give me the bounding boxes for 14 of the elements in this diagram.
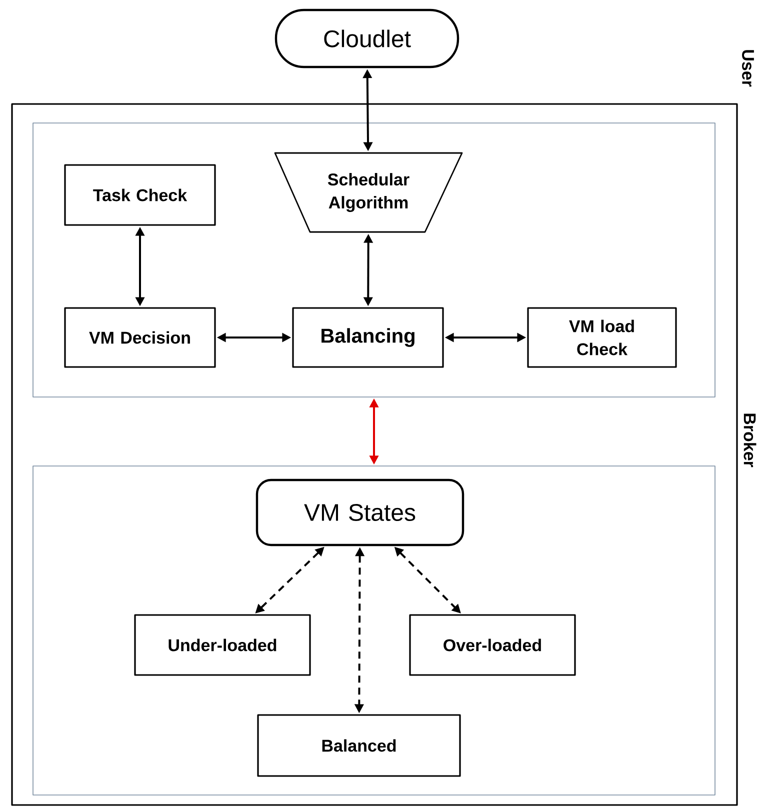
process-box: Balancing <box>292 307 444 368</box>
process-box: Balanced <box>257 714 461 777</box>
process-box: Over-loaded <box>409 614 576 676</box>
rounded-box: VM States <box>256 478 464 546</box>
node-label: Broker <box>744 414 756 468</box>
process-box: Task Check <box>64 164 216 226</box>
side-label: User <box>742 50 754 87</box>
trapezoid-box: Schedular Algorithm <box>274 152 463 233</box>
process-box: VM load Check <box>527 307 677 368</box>
process-box: VM Decision <box>64 307 216 368</box>
process-box: Under-loaded <box>134 614 311 676</box>
panel-box <box>32 122 716 398</box>
panel-box <box>32 466 716 796</box>
terminal-box: Cloudlet <box>274 8 460 68</box>
